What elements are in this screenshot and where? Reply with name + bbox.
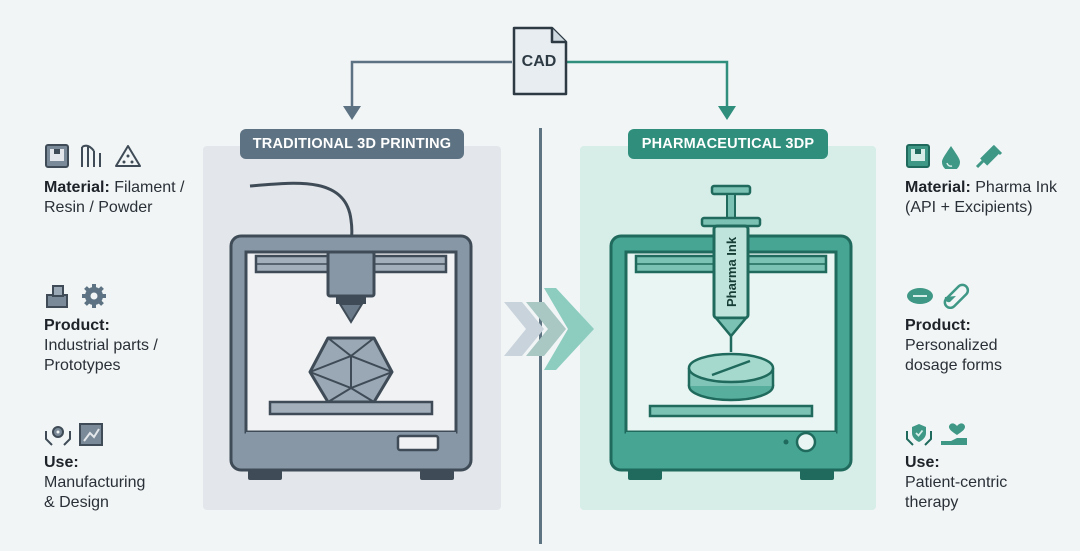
transition-arrow-icon [504,288,594,370]
traditional-title: TRADITIONAL 3D PRINTING [240,129,464,159]
traditional-product-text: Product: Industrial parts / Prototypes [44,317,158,374]
traditional-product-icons [44,283,114,309]
material-label: Material: [44,179,110,196]
pharma-material-icons [905,143,1005,169]
product-label: Product: [44,317,110,334]
traditional-use-text: Use: Manufacturing & Design [44,454,146,511]
printer-icon [45,144,69,168]
pharma-material-text: Material: Pharma Ink (API + Excipients) [905,179,1058,216]
printer-icon [906,144,930,168]
filament-icon [81,144,101,167]
pharma-use-text: Use: Patient-centric therapy [905,454,1008,511]
material-label: Material: [905,179,971,196]
product-label: Product: [905,317,971,334]
center-divider [539,128,542,544]
syringe-label: Pharma Ink [724,236,739,307]
use-label: Use: [905,454,940,471]
pharmaceutical-title: PHARMACEUTICAL 3DP [628,129,828,159]
traditional-use-icons [44,421,114,447]
parts-icon [46,285,68,308]
traditional-material-icons [44,143,144,169]
use-label: Use: [44,454,79,471]
traditional-material-text: Material: Filament / Resin / Powder [44,179,185,216]
tablet-icon [907,288,933,304]
gear-icon [82,284,106,308]
capsule-icon [943,283,970,309]
traditional-printer-illustration [229,181,473,480]
blueprint-icon [79,423,103,446]
powder-icon [115,145,141,167]
pharma-product-icons [905,283,975,309]
heart-hand-icon [941,423,967,445]
syringe-icon [975,144,1003,169]
pharma-product-text: Product: Personalized dosage forms [905,317,1002,374]
cad-label: CAD [521,53,557,70]
droplet-icon [942,146,960,169]
shield-hands-icon [906,424,932,446]
cad-document-icon [512,26,568,96]
hands-gear-icon [45,426,71,446]
pharma-use-icons [905,421,975,447]
pharmaceutical-printer-illustration: Pharma Ink [609,184,853,480]
